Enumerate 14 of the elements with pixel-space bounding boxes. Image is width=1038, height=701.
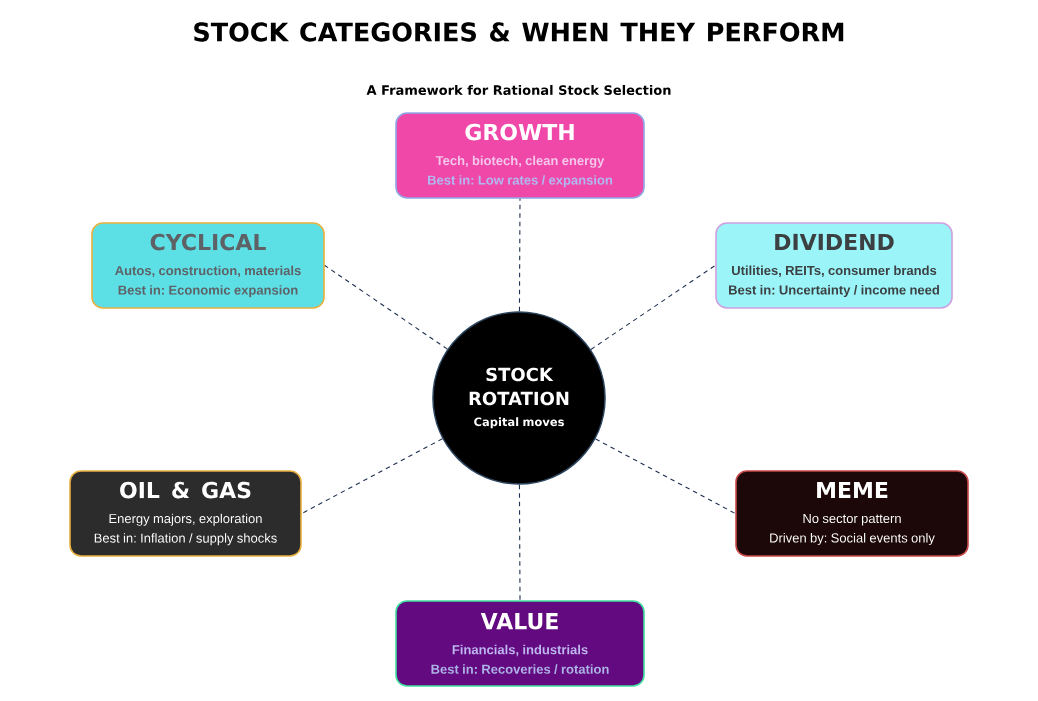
connector-line: [590, 264, 716, 350]
category-box: GROWTH Tech, biotech, clean energy Best in: Low rates / expansion: [395, 112, 645, 199]
category-box: CYCLICAL Autos, construction, materials Best in: Economic expansion: [91, 222, 325, 309]
title: STOCK CATEGORIES & WHEN THEY PERFORM: [194, 22, 844, 42]
category-box: VALUE Financials, industrials Best in: Recoveries / rotation: [395, 600, 645, 687]
connector-line: [518, 198, 521, 312]
category-box: OIL & GAS Energy majors, exploration Best in: Inflation / supply shocks: [69, 470, 302, 557]
connector-line: [595, 438, 736, 515]
category-box: MEME No sector pattern Driven by: Social events only: [735, 470, 969, 557]
connector-line: [324, 264, 448, 350]
category-box: DIVIDEND Utilities, REITs, consumer brands Best in: Uncertainty / income need: [715, 222, 953, 309]
subtitle: A Framework for Rational Stock Selection: [366, 84, 671, 96]
connector-line: [301, 438, 443, 515]
connector-line: [518, 484, 521, 601]
